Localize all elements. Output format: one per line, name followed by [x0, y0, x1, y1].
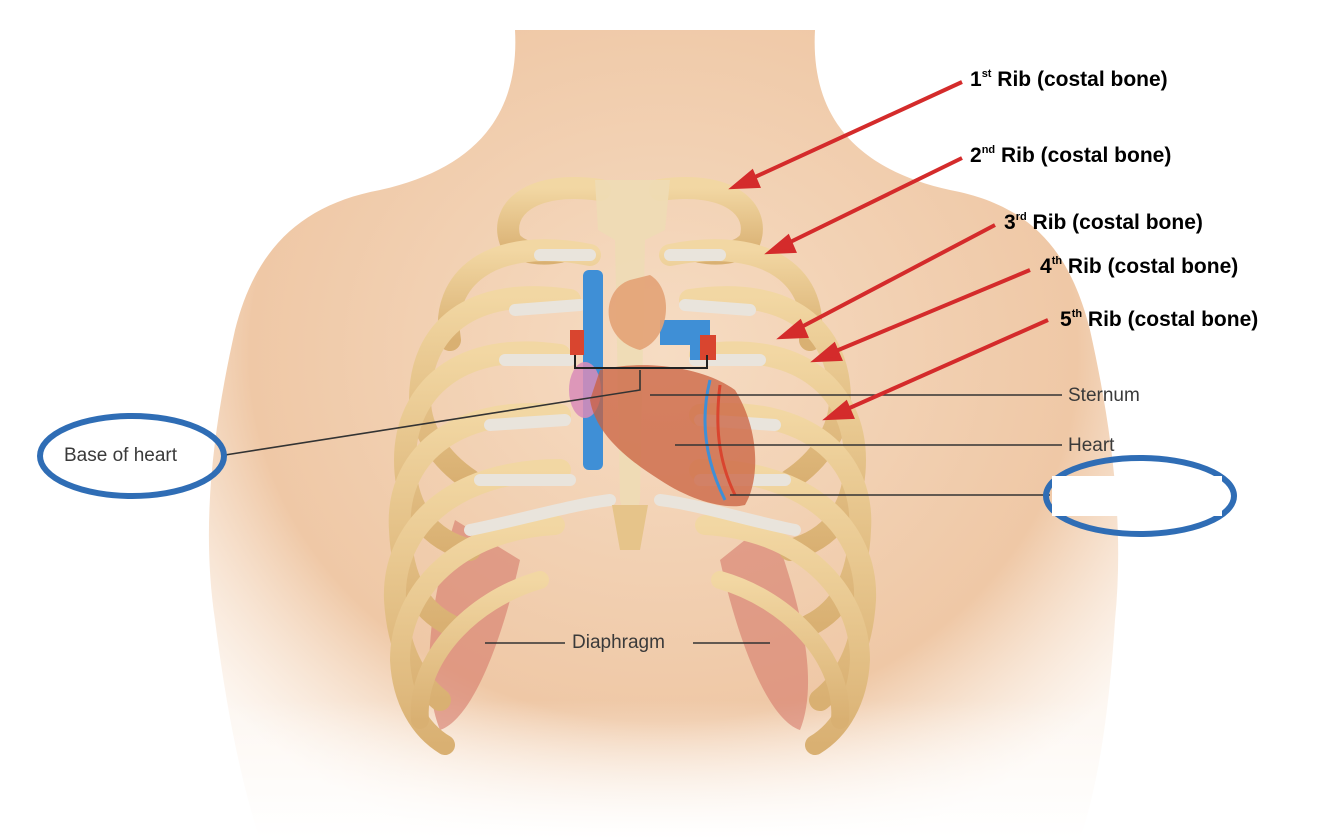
leader-lines — [224, 370, 1062, 644]
apex-answer-circle — [1043, 455, 1237, 537]
base-of-heart-bracket — [574, 355, 708, 369]
diaphragm-label: Diaphragm — [572, 632, 665, 653]
coronary-vein — [703, 379, 727, 501]
great-vessels — [569, 270, 716, 470]
rib-label-5: 5th Rib (costal bone) — [1060, 308, 1259, 331]
right-lung — [720, 520, 809, 730]
rib-label-1: 1st Rib (costal bone) — [970, 68, 1168, 91]
sternum — [595, 180, 670, 540]
heart-label: Heart — [1068, 435, 1115, 456]
base-of-heart-label: Base of heart — [64, 445, 178, 466]
base-of-heart-circle — [37, 413, 227, 499]
apex-answer-blank — [1052, 476, 1222, 516]
torso-fade — [200, 700, 1140, 839]
rib-label-2: 2nd Rib (costal bone) — [970, 144, 1172, 167]
rib-label-3: 3rd Rib (costal bone) — [1004, 211, 1203, 234]
rib-label-4: 4th Rib (costal bone) — [1040, 255, 1239, 278]
coronary-artery — [716, 384, 737, 496]
sternum-label: Sternum — [1068, 385, 1140, 406]
rib-arrows — [728, 80, 1049, 421]
xiphoid-process — [612, 505, 648, 550]
